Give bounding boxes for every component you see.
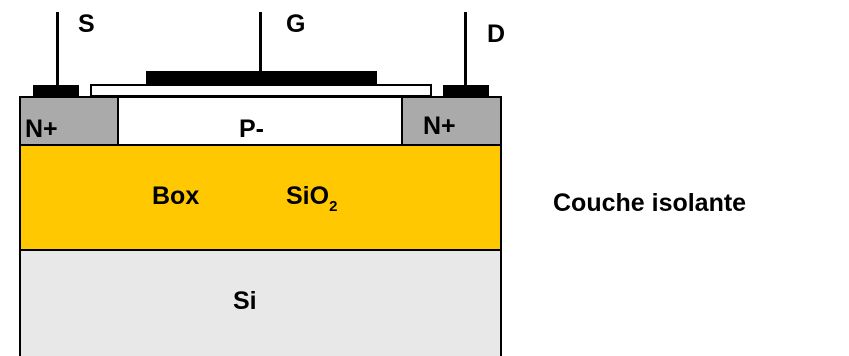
buried-oxide-layer: [19, 144, 502, 251]
channel-region: [117, 96, 403, 146]
box-material-subscript: 2: [329, 198, 338, 215]
substrate-label: Si: [233, 287, 257, 315]
drain-region: [401, 96, 502, 146]
source-wire: [56, 12, 59, 86]
source-contact: [33, 85, 79, 97]
gate-wire: [259, 12, 262, 74]
gate-terminal-label: G: [286, 10, 306, 38]
box-label: Box: [152, 182, 200, 210]
insulating-layer-annotation: Couche isolante: [553, 189, 747, 217]
gate-electrode: [146, 71, 377, 84]
box-material-label: SiO2: [286, 182, 337, 215]
drain-wire: [464, 12, 467, 86]
substrate-layer: [19, 249, 502, 356]
box-material-text: SiO: [286, 182, 330, 210]
channel-doping-label: P-: [239, 115, 264, 143]
drain-doping-label: N+: [423, 112, 456, 140]
source-doping-label: N+: [25, 115, 58, 143]
source-terminal-label: S: [78, 10, 95, 38]
drain-terminal-label: D: [487, 20, 506, 48]
drain-contact: [443, 85, 489, 97]
